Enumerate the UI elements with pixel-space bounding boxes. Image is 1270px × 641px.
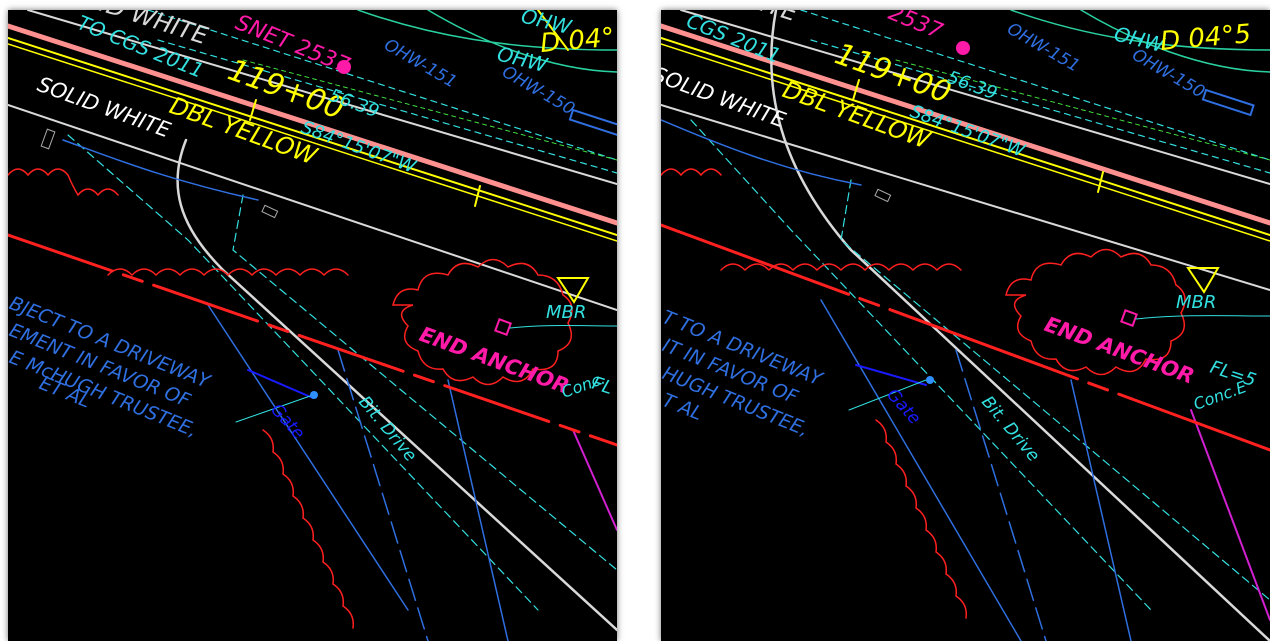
tree-line-2	[107, 268, 349, 277]
blue-line-1	[661, 119, 862, 186]
revision-cloud	[1005, 248, 1186, 376]
blue-box	[1201, 88, 1255, 117]
gate-line	[855, 364, 927, 386]
cyan-dashed-line-2	[147, 10, 617, 161]
violet-line	[572, 429, 617, 531]
station-tick	[249, 99, 257, 121]
driveway-dashed-2	[840, 179, 1270, 601]
gate-point	[310, 391, 318, 399]
double-yellow-line	[661, 37, 1270, 236]
right-cad-drawing: ITE CGS 2011 2537 119+00 56.39 S84°15'07…	[661, 10, 1270, 641]
double-yellow-line-2	[661, 43, 1270, 242]
label-snet: 2537	[885, 10, 946, 45]
label-end-anchor: END ANCHOR	[1041, 312, 1197, 388]
snet-pole-marker	[956, 41, 970, 55]
tree-line-3	[875, 419, 968, 619]
blue-line-4	[1070, 379, 1132, 641]
green-dashed-line	[895, 59, 1270, 161]
gate-leader	[235, 394, 314, 423]
cyan-dashed-line-1	[810, 39, 1270, 174]
white-edge-line-top	[680, 10, 1270, 185]
label-solid-white-top: ITE	[757, 10, 802, 27]
overhead-wire-2	[427, 10, 617, 73]
label-d: D 04°5	[1159, 19, 1252, 57]
violet-line	[1190, 409, 1270, 621]
double-yellow-line-2	[8, 43, 617, 242]
end-anchor-symbol	[494, 318, 512, 336]
meter-symbol	[261, 204, 279, 219]
blue-line-3	[337, 349, 429, 641]
label-ohw-151: OHW-151	[381, 35, 460, 92]
yellow-tick	[537, 10, 569, 51]
driveway-dashed-2	[232, 194, 617, 571]
utility-pole-symbol	[40, 128, 56, 150]
road-edge-band	[661, 23, 1270, 226]
label-mbr: MBR	[1176, 292, 1216, 313]
mbr-leader	[509, 325, 617, 329]
white-edge-line-top	[27, 10, 617, 185]
left-drawing-panel: ID WHITE TO CGS 2011 SNET 2537 119+00 56…	[8, 10, 617, 641]
cyan-dashed-line-2	[800, 10, 1270, 161]
driveway-edge	[770, 10, 1270, 641]
mbr-leader	[1135, 315, 1270, 320]
label-mbr: MBR	[546, 302, 586, 323]
label-end-anchor: END ANCHOR	[416, 322, 572, 398]
double-yellow-line	[8, 37, 617, 236]
blue-box	[568, 108, 617, 137]
mbr-triangle	[1186, 267, 1220, 294]
label-gate: Gate	[266, 400, 308, 444]
solid-white-line	[661, 104, 1270, 291]
gate-line	[247, 369, 314, 399]
blue-line-2	[207, 304, 409, 611]
label-distance: 56.39	[944, 67, 1000, 104]
driveway-dashed-1	[67, 134, 539, 611]
station-tick	[852, 79, 860, 101]
right-drawing-panel: ITE CGS 2011 2537 119+00 56.39 S84°15'07…	[661, 10, 1270, 641]
left-cad-drawing: ID WHITE TO CGS 2011 SNET 2537 119+00 56…	[8, 10, 617, 641]
label-conc: Conc.E	[1191, 377, 1250, 414]
tree-line-1	[8, 168, 119, 197]
cyan-dashed-line-1	[157, 39, 617, 174]
overhead-wire-2	[1080, 10, 1270, 73]
blue-line-3	[955, 349, 1047, 641]
end-anchor-symbol	[1120, 309, 1138, 327]
driveway-dashed-1	[690, 119, 1152, 611]
property-line	[661, 223, 1270, 452]
green-dashed-line	[242, 59, 617, 161]
tree-line-3	[262, 429, 355, 629]
blue-line-4	[447, 379, 509, 641]
gate-leader	[848, 379, 927, 411]
snet-pole-marker	[337, 60, 351, 74]
overhead-wire-1	[1010, 10, 1270, 51]
label-d: D 04°	[539, 23, 616, 59]
property-line	[8, 233, 617, 447]
solid-white-line	[8, 104, 617, 311]
driveway-edge	[176, 138, 617, 632]
tree-line-1	[661, 168, 722, 177]
meter-symbol	[874, 188, 892, 203]
label-bit-drive: Bit. Drive	[354, 392, 420, 466]
label-bit-drive: Bit. Drive	[977, 392, 1043, 466]
mbr-triangle	[556, 277, 590, 304]
station-tick-2	[474, 185, 481, 207]
station-tick-2	[1097, 171, 1104, 193]
label-gate: Gate	[882, 385, 924, 429]
revision-cloud	[392, 258, 573, 386]
road-edge-band	[8, 23, 617, 226]
blue-line-1	[62, 139, 259, 201]
tree-line-2	[720, 263, 962, 272]
blue-line-2	[820, 299, 1022, 641]
overhead-wire-1	[357, 10, 617, 51]
gate-point	[926, 376, 934, 384]
